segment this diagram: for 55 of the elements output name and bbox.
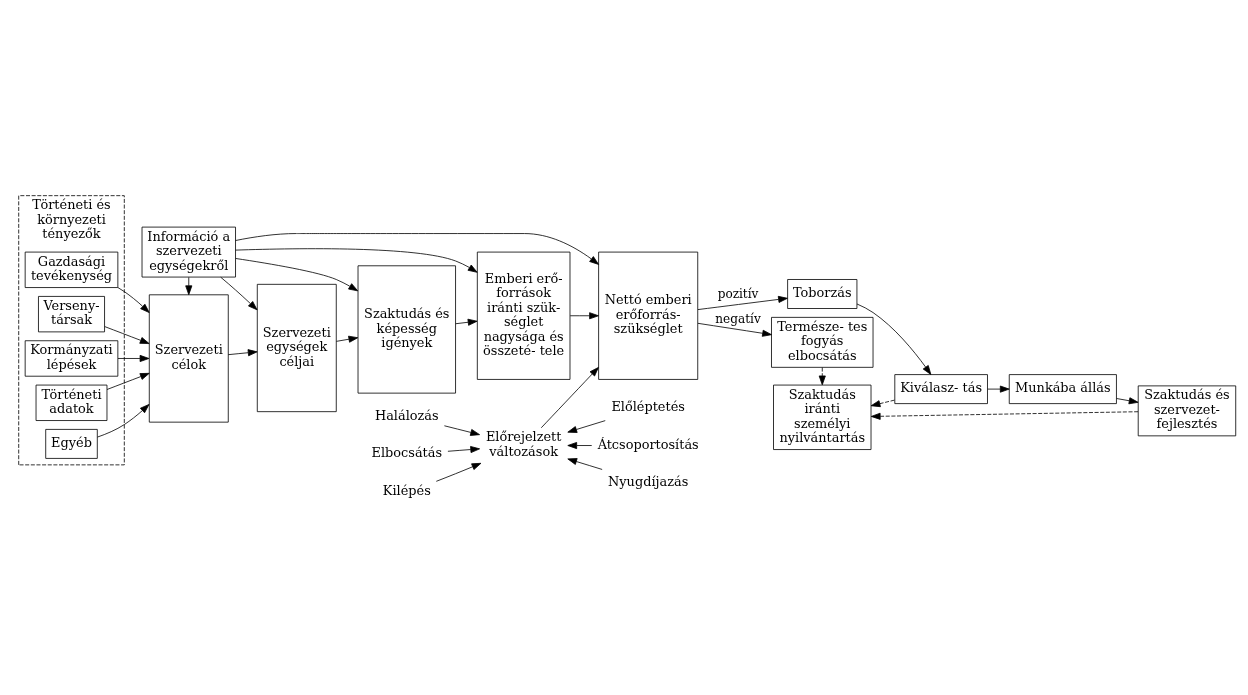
arrow bbox=[987, 385, 1010, 393]
node-box: Nettó emberi erőforrás- szükséglet bbox=[598, 251, 699, 380]
node-text: Előléptetés bbox=[611, 398, 685, 414]
arrow bbox=[567, 419, 606, 433]
node-box: Szaktudás és képesség igények bbox=[357, 264, 456, 394]
node-box: Szervezeti egységek céljai bbox=[256, 283, 337, 412]
node-box: Természe- tes fogyás elbocsátás bbox=[771, 316, 874, 368]
arrow bbox=[1116, 396, 1139, 404]
edge-label: pozitív bbox=[717, 286, 759, 301]
node-text: Előrejelzett változások bbox=[485, 428, 562, 459]
arrow bbox=[447, 445, 481, 453]
arrow bbox=[870, 399, 895, 407]
arrow bbox=[697, 322, 772, 337]
node-text: Nyugdíjazás bbox=[608, 473, 689, 489]
node-text: Elbocsátás bbox=[371, 444, 443, 460]
arrow bbox=[235, 257, 359, 291]
arrow bbox=[455, 318, 478, 326]
arrow bbox=[567, 457, 603, 470]
node-box: Verseny- társak bbox=[38, 295, 105, 332]
arrow bbox=[336, 335, 359, 343]
arrow bbox=[697, 295, 788, 310]
node-text: Átcsoportosítás bbox=[597, 436, 699, 452]
node-box: Kiválasz- tás bbox=[894, 373, 988, 404]
node-box: Történeti adatok bbox=[35, 384, 108, 421]
edge-label: negatív bbox=[715, 311, 761, 326]
arrow bbox=[220, 276, 258, 310]
arrow bbox=[435, 462, 482, 482]
node-box: Emberi erő- források iránti szük- séglet nagysága és összeté- tele bbox=[476, 251, 571, 380]
arrow bbox=[117, 354, 150, 362]
arrow bbox=[227, 348, 258, 356]
arrow bbox=[870, 410, 1139, 420]
arrow bbox=[104, 325, 150, 344]
arrow bbox=[818, 366, 826, 385]
arrow bbox=[443, 424, 480, 436]
arrow bbox=[567, 441, 593, 449]
node-box: Információ a szervezeti egységekről bbox=[141, 226, 236, 277]
node-box: Szaktudás és szervezet- fejlesztés bbox=[1137, 384, 1237, 436]
node-box: Toborzás bbox=[787, 278, 858, 309]
arrow bbox=[97, 403, 150, 437]
arrow bbox=[540, 366, 599, 428]
arrow bbox=[569, 311, 599, 319]
node-text: Halálozás bbox=[374, 407, 439, 423]
node-box: Gazdasági tevékenység bbox=[24, 251, 119, 288]
node-box: Egyéb bbox=[45, 428, 98, 459]
node-box: Szervezeti célok bbox=[148, 293, 229, 423]
node-box: Kormányzati lépések bbox=[24, 339, 119, 377]
arrow bbox=[106, 372, 150, 390]
node-box: Szaktudás iránti személyi nyilvántartás bbox=[773, 384, 872, 450]
arrow bbox=[235, 247, 478, 273]
arrow bbox=[185, 276, 193, 295]
node-text: Kilépés bbox=[382, 482, 431, 498]
arrow bbox=[856, 303, 932, 375]
node-box: Munkába állás bbox=[1008, 373, 1117, 404]
arrow bbox=[117, 286, 150, 313]
arrow bbox=[235, 232, 599, 265]
